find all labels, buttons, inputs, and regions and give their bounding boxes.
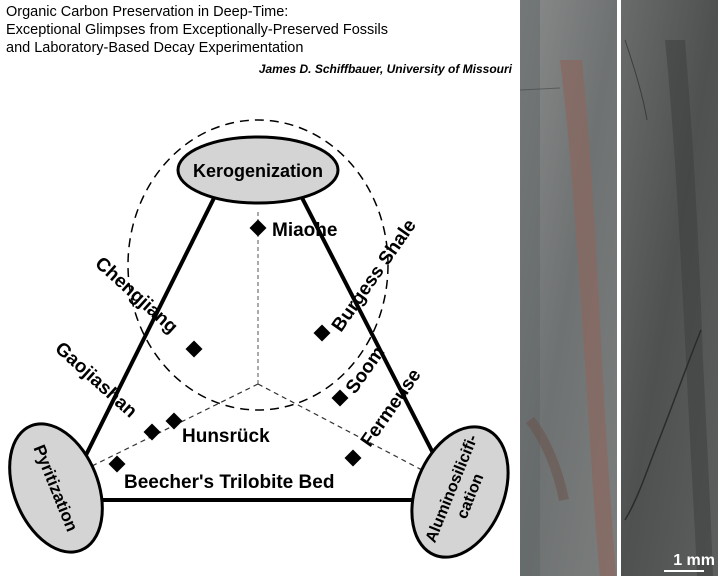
locality-chengjiang: Chengjiang (91, 253, 203, 358)
locality-hunsruck: Hunsrück (182, 426, 270, 447)
diamond-marker (165, 412, 183, 430)
author-credit: James D. Schiffbauer, University of Miss… (258, 62, 512, 76)
diamond-marker (185, 340, 203, 358)
triangle-left-edge (84, 189, 220, 456)
preservation-ternary-diagram: Kerogenization Pyritization Aluminosilic… (8, 119, 510, 559)
diamond-marker (313, 324, 331, 342)
diamond-marker (108, 455, 126, 473)
fossil-photo-gray: 1 mm (621, 0, 718, 576)
locality-label-soom: Soom (342, 343, 389, 398)
vertex-label-kerogenization: Kerogenization (193, 161, 323, 181)
diamond-marker (331, 389, 349, 407)
locality-label-chengjiang: Chengjiang (91, 253, 182, 338)
diamond-marker (143, 423, 161, 441)
triangle-right-edge (296, 189, 436, 456)
scale-bar-label: 1 mm (673, 552, 715, 569)
locality-soom: Soom (331, 343, 389, 407)
title-block: Organic Carbon Preservation in Deep-Time… (6, 3, 388, 57)
vertex-pyritization: Pyritization (8, 422, 104, 554)
kerogenization-zone-circle (127, 119, 389, 411)
diamond-marker (344, 449, 362, 467)
diamond-marker (249, 219, 267, 237)
locality-label-miaohe: Miaohe (272, 220, 337, 241)
locality-beechers-trilobite-bed: Beecher's Trilobite Bed (108, 455, 334, 493)
title-line-2: Exceptional Glimpses from Exceptionally-… (6, 22, 388, 38)
centroid-line-right (257, 383, 423, 471)
title-line-3: and Laboratory-Based Decay Experimentati… (6, 40, 304, 56)
vertex-kerogenization: Kerogenization (176, 135, 340, 205)
locality-label-hunsruck: Hunsrück (182, 426, 270, 447)
locality-miaohe: Miaohe (249, 219, 337, 241)
title-line-1: Organic Carbon Preservation in Deep-Time… (6, 4, 289, 20)
scale-bar (664, 570, 704, 572)
locality-gaojiashan: Gaojiashan (51, 338, 183, 441)
vertex-aluminosilicification: Aluminosilicifi- cation (410, 425, 510, 559)
fossil-photo-color (520, 0, 617, 576)
locality-label-beechers-trilobite-bed: Beecher's Trilobite Bed (124, 472, 334, 493)
locality-label-gaojiashan: Gaojiashan (51, 338, 141, 422)
